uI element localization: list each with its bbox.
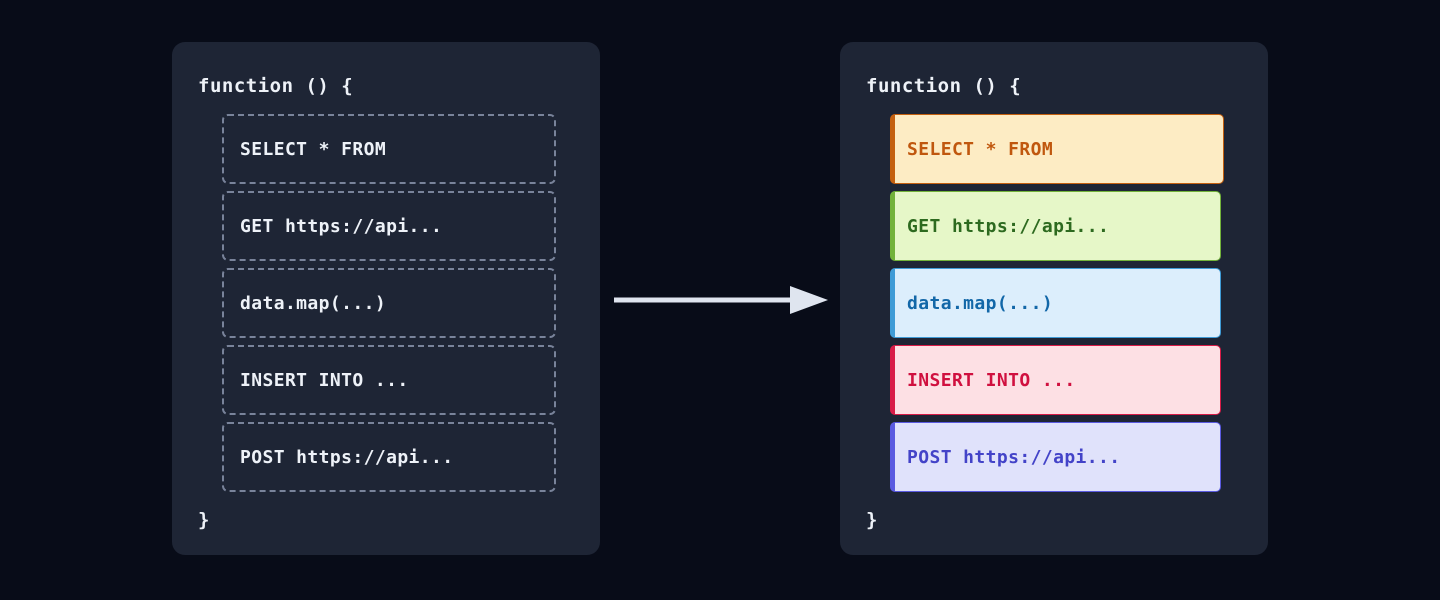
function-close-line-left: } [198, 509, 210, 531]
plain-slot: POST https://api... [222, 422, 556, 492]
highlight-block-label: SELECT * FROM [907, 138, 1054, 160]
plain-slot: INSERT INTO ... [222, 345, 556, 415]
highlight-block-label: POST https://api... [907, 446, 1121, 468]
function-open-line-left: function () { [198, 75, 354, 97]
highlight-block-http-post: POST https://api... [890, 422, 1221, 492]
plain-slot-label: data.map(...) [240, 292, 387, 314]
function-open-line-right: function () { [866, 75, 1022, 97]
plain-slot: SELECT * FROM [222, 114, 556, 184]
highlight-block-sql-insert: INSERT INTO ... [890, 345, 1221, 415]
plain-slot-label: POST https://api... [240, 446, 454, 468]
plain-slot-label: SELECT * FROM [240, 138, 387, 160]
highlight-block-label: INSERT INTO ... [907, 369, 1076, 391]
plain-slot: data.map(...) [222, 268, 556, 338]
transform-arrow-icon [614, 286, 828, 314]
plain-slot-label: INSERT INTO ... [240, 369, 409, 391]
highlighted-block-list: SELECT * FROM GET https://api... data.ma… [890, 114, 1224, 499]
plain-slot: GET https://api... [222, 191, 556, 261]
plain-slot-list: SELECT * FROM GET https://api... data.ma… [222, 114, 556, 499]
function-close-line-right: } [866, 509, 878, 531]
highlighted-code-panel: function () { SELECT * FROM GET https://… [840, 42, 1268, 555]
highlight-block-sql-select: SELECT * FROM [890, 114, 1224, 184]
highlight-block-http-get: GET https://api... [890, 191, 1221, 261]
highlight-block-js-transform: data.map(...) [890, 268, 1221, 338]
plain-code-panel: function () { SELECT * FROM GET https://… [172, 42, 600, 555]
highlight-block-label: data.map(...) [907, 292, 1054, 314]
plain-slot-label: GET https://api... [240, 215, 443, 237]
highlight-block-label: GET https://api... [907, 215, 1110, 237]
